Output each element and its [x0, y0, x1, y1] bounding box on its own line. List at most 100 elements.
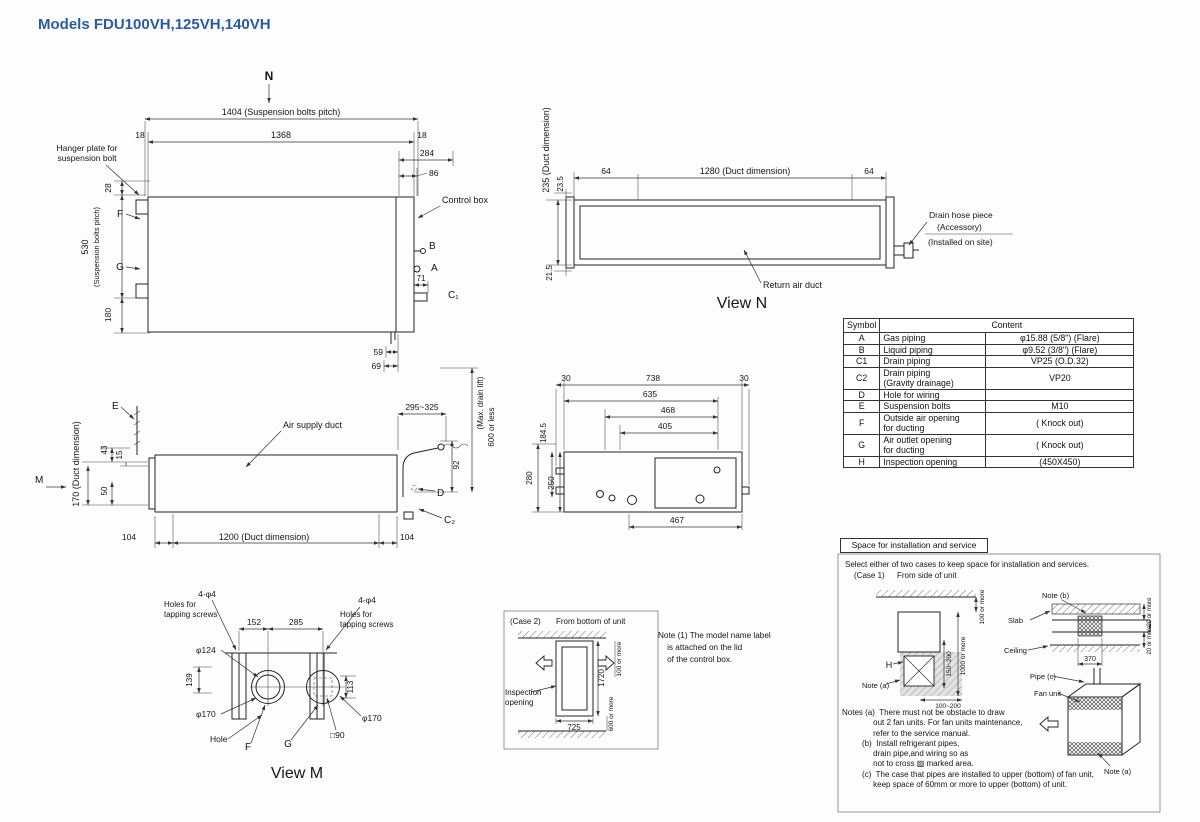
view-direction-m-label: M: [35, 475, 43, 486]
symbol-cell: B: [842, 343, 881, 356]
dim-1000-or-more: 1000 or more: [960, 636, 967, 675]
pullout-arrow-right: [597, 655, 615, 671]
view-direction-n-label: N: [265, 69, 274, 83]
note-a-ref-2: Note (a): [1104, 767, 1132, 776]
symbol-cell: A: [842, 332, 881, 345]
dim-43: 43: [100, 445, 109, 454]
case1-subtitle: From side of unit: [897, 571, 957, 580]
drain-hose-installed: (Installed on site): [928, 237, 993, 247]
dim-71: 71: [417, 274, 426, 283]
content-name-cell: Hole for wiring: [879, 388, 987, 401]
control-box-bottom: [654, 457, 737, 509]
pullout-arrow-left: [535, 655, 553, 671]
unit-side-small: [897, 611, 941, 653]
dim-15: 15: [115, 450, 124, 459]
symbol-cell: E: [842, 400, 881, 413]
dim-139: 139: [185, 673, 194, 687]
symbol-g-label: G: [116, 262, 124, 273]
install-notes: Notes (a) There must not be obstacle to …: [842, 708, 1094, 790]
dim-100-or-more: 100 or more: [616, 641, 623, 676]
return-air-duct-label: Return air duct: [763, 280, 823, 290]
hanger-plate-label: Hanger plate for suspension bolt: [56, 143, 118, 163]
table-row: C2 Drain piping (Gravity drainage) VP20: [842, 366, 1135, 390]
table-row: A Gas piping φ15.88 (5/8") (Flare): [842, 332, 1135, 345]
symbol-table: Symbol Content A Gas piping φ15.88 (5/8"…: [842, 318, 1135, 468]
liquid-pipe-fitting: [420, 248, 426, 254]
square-opening-90: [313, 677, 333, 697]
content-value-cell: ( Knock out): [985, 433, 1135, 457]
table-row: B Liquid piping φ9.52 (3/8") (Flare): [842, 343, 1135, 356]
view-m: 152 285 4-φ4 4-φ4 φ124 139 φ170 Hole F G…: [185, 589, 382, 782]
pipe-c-label: Pipe (c): [1030, 672, 1056, 681]
case2-frame: [503, 610, 659, 750]
dim-738: 738: [646, 373, 660, 383]
content-name-cell: Suspension bolts: [879, 400, 987, 413]
install-section: Select either of two cases to keep space…: [837, 553, 1161, 813]
dim-285: 285: [289, 617, 303, 627]
view-m-caption: View M: [271, 765, 323, 782]
knockout-hole-170-right: [306, 670, 340, 704]
content-name-cell: Air outlet opening for ducting: [879, 433, 987, 457]
drain-hose-piece: [893, 245, 905, 256]
symbol-f-label: F: [117, 209, 123, 220]
content-value-cell: VP20: [985, 366, 1135, 390]
drain-pipe: [402, 447, 439, 497]
symbol-cell: H: [842, 455, 881, 468]
dim-1404: 1404 (Suspension bolts pitch): [222, 107, 341, 117]
symbol-table-header: Symbol Content: [842, 318, 1135, 333]
symbol-cell: D: [842, 388, 881, 401]
tapping-holes-right-qty: 4-φ4: [358, 595, 376, 605]
tapping-holes-right-label: Holes for tapping screws: [340, 610, 394, 629]
symbol-d-label: D: [437, 488, 444, 499]
symbol-cell: C2: [842, 366, 881, 390]
dim-18-right: 18: [417, 130, 427, 140]
dim-1720: 1720: [597, 669, 606, 687]
page-title: Models FDU100VH,125VH,140VH: [38, 16, 271, 33]
content-header-cell: Content: [879, 318, 1135, 333]
dim-50: 50: [100, 486, 109, 495]
knockout-hole-170-left: [251, 670, 285, 704]
dim-64-left: 64: [601, 166, 611, 176]
install-intro: Select either of two cases to keep space…: [845, 560, 1089, 569]
symbol-e-label: E: [112, 401, 119, 412]
dim-152: 152: [247, 617, 261, 627]
hanger-plate-top: [135, 199, 149, 215]
dim-150-200: 150~200: [946, 651, 953, 677]
control-box-label: Control box: [442, 195, 489, 205]
dim-18-left: 18: [135, 130, 145, 140]
unit-body-outline: [147, 196, 415, 333]
dim-250: 250: [547, 476, 556, 490]
dim-30-left: 30: [561, 373, 571, 383]
view-n: 64 1280 (Duct dimension) 64 235 (Duct di…: [541, 107, 1013, 312]
fan-unit-label: Fan unit: [1034, 689, 1062, 698]
dim-370: 370: [1084, 656, 1096, 663]
tapping-holes-left-label: Holes for tapping screws: [164, 600, 218, 619]
dim-170-duct: 170 (Duct dimension): [71, 421, 81, 507]
dim-405: 405: [658, 421, 672, 431]
dim-20-or-more-bottom: 20 or more: [1147, 625, 1153, 655]
gravity-drain-stub: [403, 511, 414, 520]
dim-468: 468: [661, 405, 675, 415]
symbol-cell: G: [842, 433, 881, 457]
dim-59: 59: [374, 347, 384, 357]
dim-100-200: 100~200: [935, 703, 961, 710]
content-value-cell: VP25 (O.D.32): [985, 355, 1135, 368]
unit-bottom-outline: [563, 451, 743, 513]
dim-92: 92: [452, 460, 461, 469]
front-view: N 1404 (Suspension bolts pitch) 1368 18 …: [80, 69, 489, 372]
table-row: F Outside air opening for ducting ( Knoc…: [842, 411, 1135, 435]
dim-104-right: 104: [400, 532, 414, 542]
dim-69: 69: [372, 361, 382, 371]
drain-hose-label: Drain hose piece: [929, 210, 993, 220]
table-row: C1 Drain piping VP25 (O.D.32): [842, 355, 1135, 368]
tapping-holes-left-qty: 4-φ4: [198, 589, 216, 599]
fan-removal-arrow: [1039, 716, 1059, 732]
content-name-cell: Drain piping: [879, 355, 987, 368]
model-name-note: Note (1) The model name label is attache…: [658, 631, 771, 664]
hole-label: Hole: [210, 734, 228, 744]
note-b-ref: Note (b): [1042, 591, 1070, 600]
gas-pipe-fitting: [413, 265, 421, 273]
dim-295-325: 295~325: [405, 402, 439, 412]
table-row: H Inspection opening (450X450): [842, 455, 1135, 468]
dim-600-or-more: 600 or more: [608, 696, 615, 731]
